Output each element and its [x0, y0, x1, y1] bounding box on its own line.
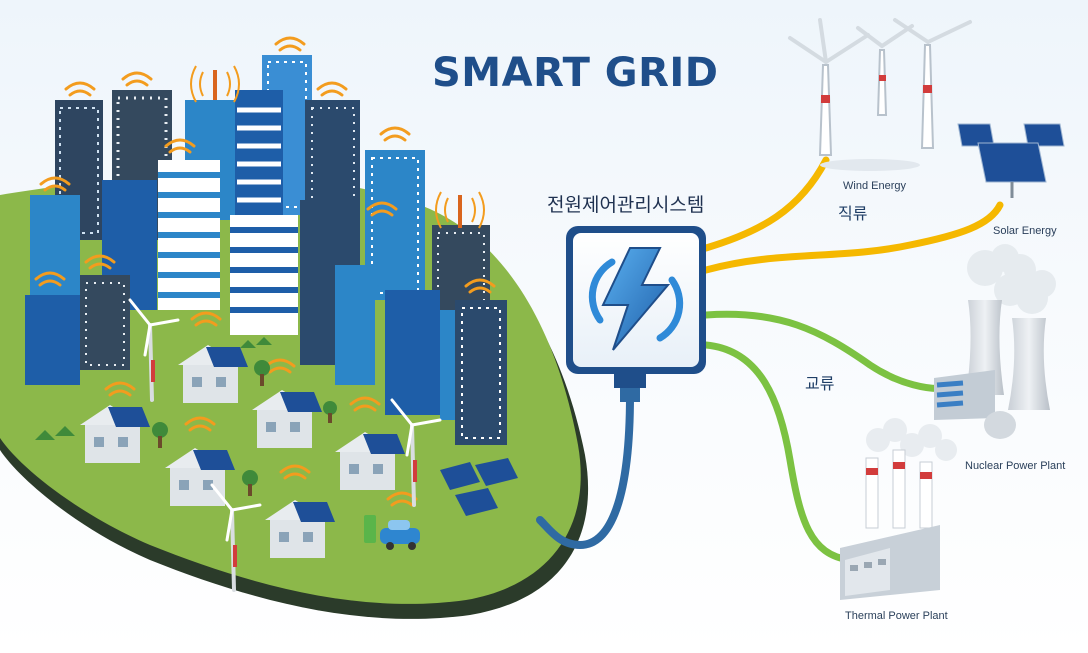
ac-line-nuclear: [702, 310, 949, 392]
dc-line-wind: [702, 156, 830, 252]
solar-energy-label: Solar Energy: [993, 225, 1057, 237]
thermal-plant: [840, 418, 957, 600]
ac-label: 교류: [805, 374, 835, 393]
city-cable: [536, 391, 634, 550]
solar-farm: [957, 123, 1065, 198]
trees: [35, 337, 337, 496]
city-island: [0, 36, 589, 619]
refresh-cycle-icon: [588, 258, 684, 342]
thermal-plant-label: Thermal Power Plant: [845, 610, 948, 622]
dc-line-solar: [702, 201, 1004, 274]
houses: [80, 345, 405, 558]
city-solar-panels: [440, 458, 518, 516]
hub-label: 전원제어관리시스템: [547, 194, 705, 216]
ev-charger-and-car: [364, 515, 420, 550]
wind-farm: [788, 18, 972, 171]
page-title: SMART GRID: [432, 50, 719, 96]
wind-energy-label: Wind Energy: [843, 180, 906, 192]
ac-line-thermal: [702, 341, 854, 564]
lightning-bolt-icon: [601, 247, 671, 351]
power-lines: [536, 156, 1004, 564]
buildings: [25, 55, 507, 445]
city-wind-turbines: [128, 298, 442, 592]
dc-label: 직류: [838, 204, 868, 223]
power-control-hub: [566, 226, 706, 402]
nuclear-plant: [934, 244, 1056, 439]
antenna-icons: [190, 65, 485, 229]
nuclear-plant-label: Nuclear Power Plant: [965, 460, 1066, 472]
